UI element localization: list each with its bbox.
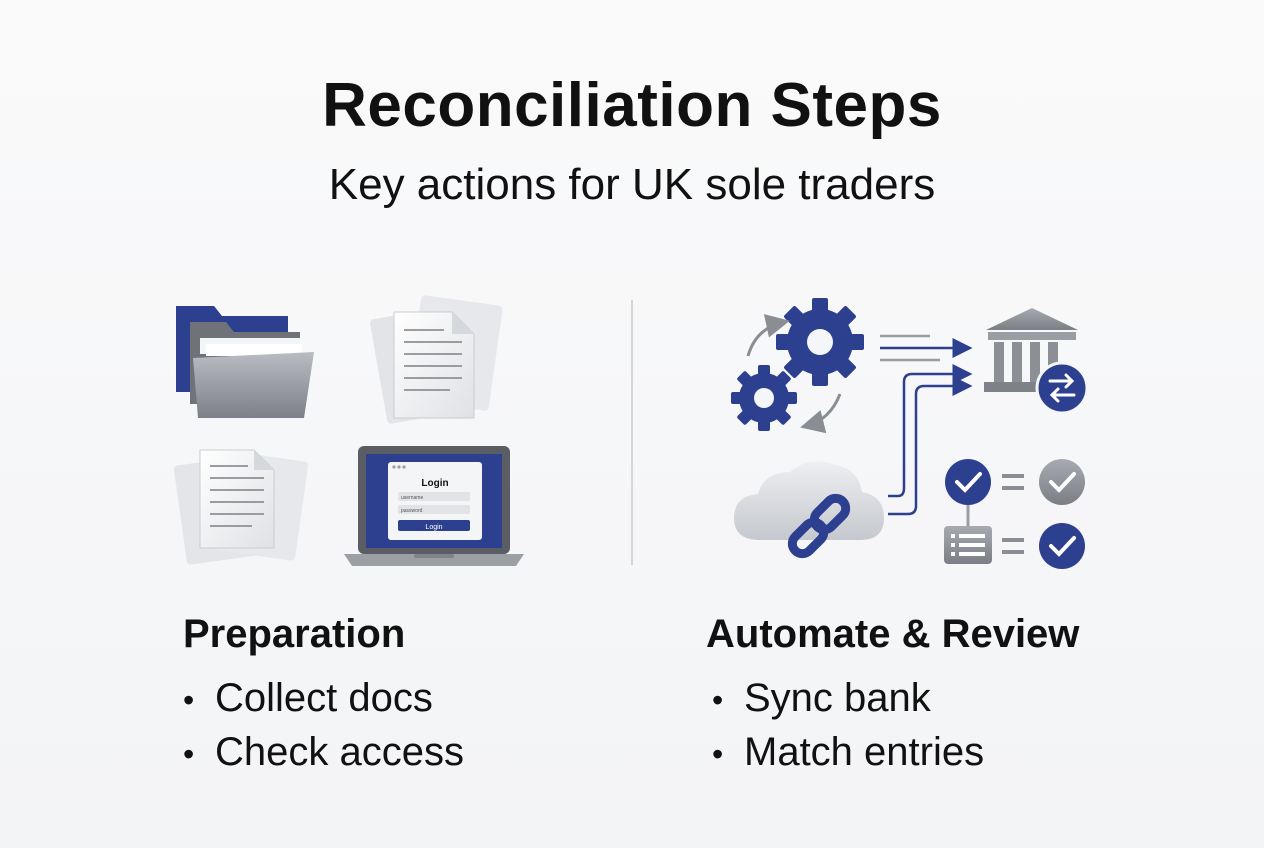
login-button-label: Login bbox=[425, 524, 442, 531]
password-label: password bbox=[401, 508, 423, 514]
list-item: Match entries bbox=[712, 726, 984, 780]
documents-icon bbox=[370, 295, 503, 424]
automate-review-heading: Automate & Review bbox=[706, 612, 1080, 656]
preparation-heading: Preparation bbox=[183, 612, 406, 656]
list-item: Check access bbox=[183, 726, 464, 780]
cloud-icon bbox=[734, 461, 884, 540]
arrow-icon bbox=[800, 393, 842, 434]
username-field bbox=[398, 492, 470, 501]
laptop-icon: Login username password Login bbox=[344, 446, 524, 566]
login-title: Login bbox=[421, 478, 448, 489]
login-button bbox=[398, 520, 470, 531]
page-title: Reconciliation Steps bbox=[322, 71, 942, 140]
list-item: Sync bank bbox=[712, 672, 984, 726]
password-field bbox=[398, 505, 470, 514]
username-label: username bbox=[401, 495, 423, 501]
checkmark-icon bbox=[945, 459, 1085, 569]
gear-icon bbox=[731, 298, 864, 434]
folder-icon bbox=[176, 306, 314, 418]
column-divider bbox=[631, 300, 633, 565]
automate-review-list: Sync bank Match entries bbox=[712, 672, 984, 780]
arrow-icon bbox=[880, 334, 973, 516]
exchange-icon bbox=[1035, 361, 1089, 415]
bank-icon bbox=[984, 308, 1078, 392]
arrow-icon bbox=[746, 314, 790, 357]
link-icon bbox=[787, 493, 851, 559]
list-icon bbox=[944, 505, 992, 564]
page-subtitle: Key actions for UK sole traders bbox=[328, 160, 936, 209]
documents-stack-icon bbox=[173, 449, 309, 565]
preparation-list: Collect docs Check access bbox=[183, 672, 464, 780]
list-item: Collect docs bbox=[183, 672, 464, 726]
